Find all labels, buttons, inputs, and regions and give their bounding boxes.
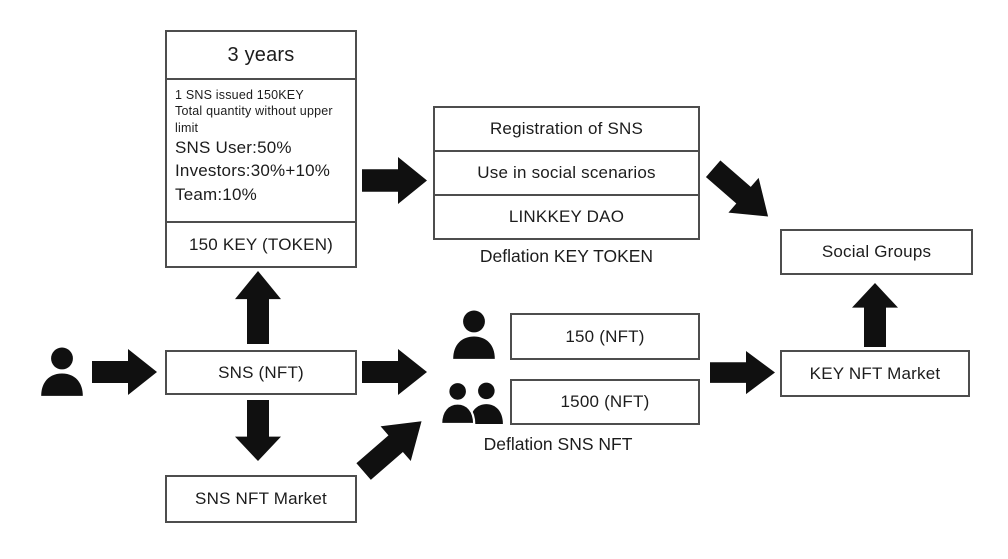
arrow-diagonal-up-right-icon: [348, 402, 438, 489]
allocation-sns-user: SNS User:50%: [175, 137, 292, 157]
arrow-right-icon: [362, 156, 428, 205]
token-total-label: 150 KEY (TOKEN): [188, 234, 334, 254]
token-distribution-text: 1 SNS issued 150KEY Total quantity witho…: [167, 80, 355, 223]
sns-nft-market-box: SNS NFT Market: [165, 475, 357, 523]
arrow-diagonal-down-right-icon: [697, 151, 784, 236]
arrow-up-icon: [234, 271, 282, 344]
token-supply-line: Total quantity without upper limit: [175, 104, 333, 135]
key-usage-stack-box: Registration of SNS Use in social scenar…: [433, 106, 700, 240]
users-icon: [440, 381, 504, 425]
arrow-down-icon: [234, 400, 282, 462]
sns-nft-box: SNS (NFT): [165, 350, 357, 395]
usage-social-scenarios: Use in social scenarios: [435, 150, 698, 194]
usage-registration: Registration of SNS: [489, 119, 644, 138]
nft-150-box: 150 (NFT): [510, 313, 700, 360]
allocation-team: Team:10%: [175, 184, 257, 204]
user-icon: [38, 346, 86, 398]
arrow-right-icon: [710, 350, 776, 395]
allocation-investors: Investors:30%+10%: [175, 161, 331, 181]
key-nft-market-box: KEY NFT Market: [780, 350, 970, 397]
token-duration-label: 3 years: [167, 32, 355, 80]
arrow-right-icon: [92, 348, 158, 396]
usage-linkkey-dao: LINKKEY DAO: [435, 194, 698, 238]
user-icon: [448, 309, 500, 361]
arrow-right-icon: [362, 348, 428, 396]
token-issue-line: 1 SNS issued 150KEY: [175, 88, 304, 102]
nft-1500-box: 1500 (NFT): [510, 379, 700, 425]
social-groups-box: Social Groups: [780, 229, 973, 275]
deflation-sns-nft-caption: Deflation SNS NFT: [483, 434, 633, 454]
deflation-key-token-caption: Deflation KEY TOKEN: [479, 246, 654, 266]
token-supply-box: 3 years 1 SNS issued 150KEY Total quanti…: [165, 30, 357, 268]
arrow-up-icon: [851, 283, 899, 347]
